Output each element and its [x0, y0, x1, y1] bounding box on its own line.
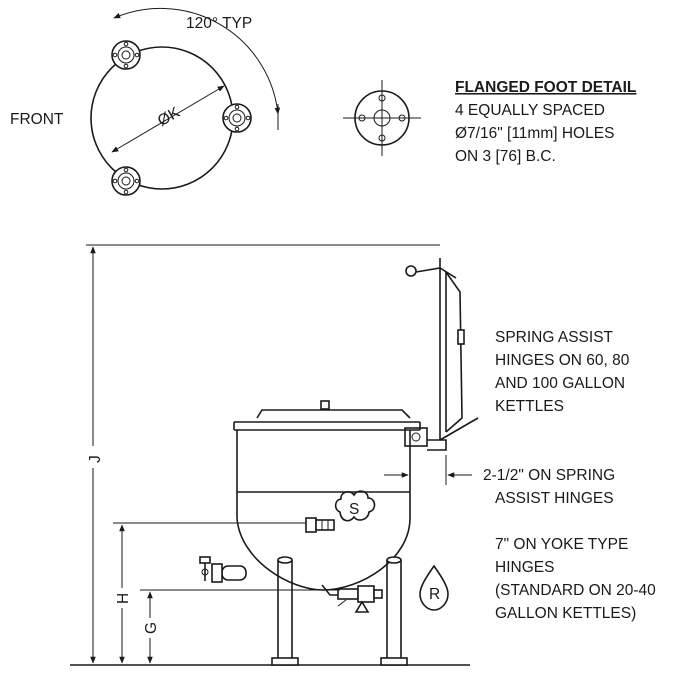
- foot-flange-bottom: [111, 166, 141, 196]
- side-view: S R: [70, 244, 479, 666]
- top-view: ØK 120° TYP FRONT: [10, 7, 281, 196]
- steam-symbol-letter: S: [349, 501, 359, 518]
- lid-center-knob: [320, 400, 330, 410]
- return-symbol: R: [419, 564, 449, 611]
- open-lid: [405, 258, 465, 440]
- yoke-note-line1: 7" ON YOKE TYPE: [495, 536, 628, 553]
- yoke-note: 7" ON YOKE TYPE HINGES (STANDARD ON 20-4…: [495, 536, 656, 622]
- front-label: FRONT: [10, 111, 64, 128]
- steam-symbol: S: [334, 490, 376, 522]
- hinge-note-line1: SPRING ASSIST: [495, 329, 614, 346]
- yoke-note-line3: (STANDARD ON 20-40: [495, 582, 656, 599]
- flange-detail: FLANGED FOOT DETAIL 4 EQUALLY SPACED Ø7/…: [343, 79, 636, 165]
- hinge-leader-line: [439, 417, 479, 441]
- offset-note: 2-1/2" ON SPRING ASSIST HINGES: [483, 467, 615, 507]
- diameter-label: ØK: [155, 104, 183, 130]
- lid-handle-bar: [256, 409, 411, 419]
- return-trap-assembly: [321, 584, 383, 613]
- angle-arc: [113, 7, 281, 115]
- offset-note-line2: ASSIST HINGES: [495, 490, 614, 507]
- flange-detail-title: FLANGED FOOT DETAIL: [455, 79, 636, 96]
- flange-detail-line1: 4 EQUALLY SPACED: [455, 102, 605, 119]
- offset-note-line1: 2-1/2" ON SPRING: [483, 467, 615, 484]
- hinge-note-line4: KETTLES: [495, 398, 564, 415]
- angle-label: 120° TYP: [186, 15, 252, 32]
- flange-detail-line2: Ø7/16" [11mm] HOLES: [455, 125, 614, 142]
- steam-inlet-valve: [305, 517, 335, 533]
- h-dimension: H: [113, 522, 306, 664]
- offset-dimension: [384, 455, 472, 485]
- drain-valve: [199, 556, 247, 583]
- foot-flange-top: [111, 40, 141, 70]
- dimension-j-label: J: [87, 455, 104, 463]
- hinge-note-line3: AND 100 GALLON: [495, 375, 625, 392]
- return-symbol-letter: R: [429, 586, 440, 603]
- dimension-g-label: G: [143, 622, 160, 634]
- g-dimension: G: [140, 589, 340, 664]
- foot-flange-right: [222, 103, 252, 133]
- lid-handle-knob: [405, 265, 417, 277]
- legs: [271, 556, 408, 666]
- hinge-note-line2: HINGES ON 60, 80: [495, 352, 630, 369]
- kettle-jacket-bowl: [236, 492, 411, 591]
- flange-detail-line3: ON 3 [76] B.C.: [455, 148, 556, 165]
- yoke-note-line2: HINGES: [495, 559, 554, 576]
- j-dimension: J: [84, 246, 104, 664]
- yoke-note-line4: GALLON KETTLES): [495, 605, 636, 622]
- dimension-h-label: H: [115, 593, 132, 604]
- hinge-note: SPRING ASSIST HINGES ON 60, 80 AND 100 G…: [495, 329, 630, 415]
